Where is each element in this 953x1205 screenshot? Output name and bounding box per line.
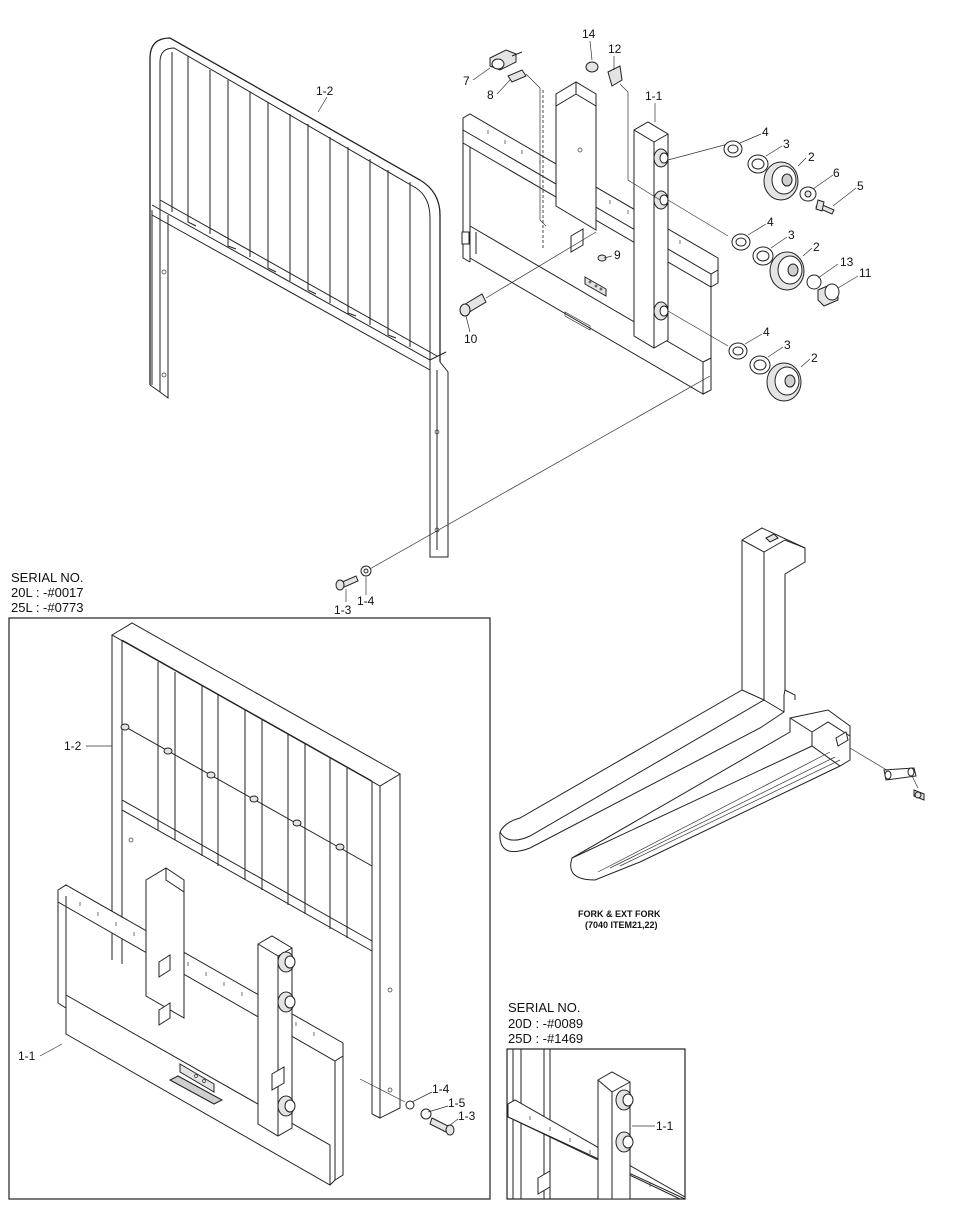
label-p2c: 2 — [811, 351, 818, 365]
label-p2a: 2 — [808, 150, 815, 164]
label-p4c: 4 — [763, 325, 770, 339]
carriage-main — [461, 81, 719, 395]
label-p11: 11 — [859, 266, 872, 280]
inset-l-serial-title: SERIAL NO. — [11, 570, 83, 585]
inset-l-label-washer: 1-4 — [432, 1082, 450, 1096]
label-p3c: 3 — [784, 338, 791, 352]
label-bolt: 1-3 — [334, 603, 352, 617]
label-p2b: 2 — [813, 240, 820, 254]
label-carriage: 1-1 — [645, 89, 663, 103]
label-p3a: 3 — [783, 137, 790, 151]
label-backrest: 1-2 — [316, 84, 334, 98]
inset-serial-d: SERIAL NO. 20D : -#0089 25D : -#1469 1-1 — [506, 1000, 686, 1200]
label-p3b: 3 — [788, 228, 795, 242]
label-p12: 12 — [608, 42, 622, 56]
inset-l-label-lockwasher: 1-5 — [448, 1096, 466, 1110]
hardware-parts — [335, 49, 840, 602]
inset-l-label-backrest: 1-2 — [64, 739, 82, 753]
label-p8: 8 — [487, 88, 494, 102]
label-p9: 9 — [614, 248, 621, 262]
fork-caption-line-2: (7040 ITEM21,22) — [585, 920, 658, 930]
label-p10: 10 — [464, 332, 478, 346]
label-p6: 6 — [833, 166, 840, 180]
inset-l-label-bolt: 1-3 — [458, 1109, 476, 1123]
inset-l-serial-line-1: 20L : -#0017 — [11, 585, 84, 600]
label-p4b: 4 — [767, 215, 774, 229]
label-p14: 14 — [582, 27, 596, 41]
label-p13: 13 — [840, 255, 854, 269]
inset-d-serial-title: SERIAL NO. — [508, 1000, 580, 1015]
label-p4a: 4 — [762, 125, 769, 139]
fork-assembly: FORK & EXT FORK (7040 ITEM21,22) — [499, 527, 925, 930]
inset-l-frame — [8, 617, 491, 1200]
inset-d-serial-line-1: 20D : -#0089 — [508, 1016, 583, 1031]
inset-d-label-carriage: 1-1 — [656, 1119, 674, 1133]
backrest-main — [149, 37, 449, 558]
label-washer: 1-4 — [357, 594, 375, 608]
inset-d-serial-line-2: 25D : -#1469 — [508, 1031, 583, 1046]
label-p7: 7 — [463, 74, 470, 88]
inset-l-serial-line-2: 25L : -#0773 — [11, 600, 84, 615]
main-callouts: 1-2 1-1 1-3 1-4 2 2 2 3 3 3 4 4 4 5 6 7 … — [316, 27, 872, 617]
inset-serial-l: SERIAL NO. 20L : -#0017 25L : -#0773 — [8, 570, 491, 1200]
fork-caption-line-1: FORK & EXT FORK — [578, 909, 661, 919]
inset-l-label-carriage: 1-1 — [18, 1049, 36, 1063]
label-p5: 5 — [857, 179, 864, 193]
inset-d-frame — [506, 1048, 686, 1200]
